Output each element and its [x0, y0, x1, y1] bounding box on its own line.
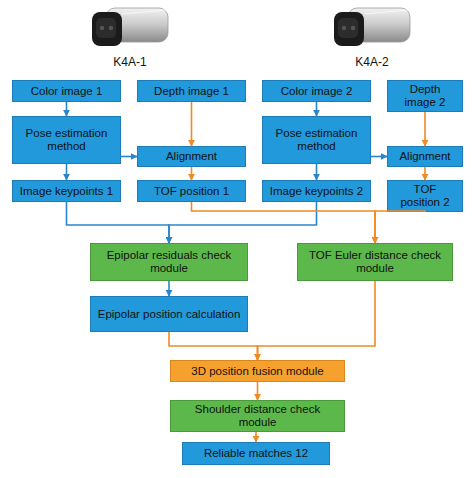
flow-arrow	[192, 202, 376, 243]
box-text: Epipolar residuals check module	[96, 249, 242, 275]
flow-arrow	[375, 211, 425, 243]
flow-arrow	[66, 102, 68, 116]
process-box: Pose estimation method	[262, 116, 371, 164]
box-text: Pose estimation method	[268, 127, 365, 153]
flow-arrow	[258, 281, 376, 360]
box-text: Shoulder distance check module	[176, 403, 339, 429]
process-box: Image keypoints 2	[262, 180, 371, 202]
camera-label: K4A-1	[100, 55, 160, 69]
box-text: Alignment	[399, 150, 450, 163]
fusion-box: 3D position fusion module	[170, 360, 345, 382]
check-box: Shoulder distance check module	[170, 400, 345, 432]
flow-arrow	[191, 102, 193, 146]
camera-icon	[92, 8, 168, 46]
flow-arrow	[169, 202, 317, 243]
flow-arrow	[191, 167, 193, 180]
flow-arrow	[316, 164, 318, 180]
box-text: Depth image 2	[393, 83, 457, 109]
flow-arrow	[257, 382, 259, 400]
box-text: TOF position 2	[393, 183, 457, 209]
process-box: Depth image 1	[137, 80, 246, 102]
flow-arrow	[121, 156, 137, 158]
box-text: Color image 1	[31, 85, 103, 98]
box-text: Image keypoints 1	[20, 185, 113, 198]
process-box: TOF position 2	[387, 180, 463, 212]
process-box: Alignment	[137, 146, 246, 167]
check-box: TOF Euler distance check module	[297, 243, 453, 281]
process-box: Pose estimation method	[12, 116, 121, 164]
process-box: Epipolar position calculation	[90, 296, 248, 332]
flow-arrow	[168, 281, 170, 296]
box-text: TOF Euler distance check module	[303, 249, 447, 275]
box-text: 3D position fusion module	[191, 365, 323, 378]
box-text: Pose estimation method	[18, 127, 115, 153]
process-box: Color image 1	[12, 80, 121, 102]
flow-arrow	[371, 156, 387, 158]
flow-arrow	[66, 164, 68, 180]
process-box: TOF position 1	[137, 180, 246, 202]
process-box: Alignment	[387, 146, 463, 167]
box-text: Color image 2	[281, 85, 353, 98]
box-text: Epipolar position calculation	[98, 308, 241, 321]
flow-arrow	[169, 332, 258, 360]
check-box: Epipolar residuals check module	[90, 243, 248, 281]
box-text: Depth image 1	[154, 85, 229, 98]
process-box: Depth image 2	[387, 80, 463, 112]
process-box: Color image 2	[262, 80, 371, 102]
camera-label: K4A-2	[342, 55, 402, 69]
box-text: Image keypoints 2	[270, 185, 363, 198]
camera-icon	[334, 8, 410, 46]
box-text: Reliable matches 12	[204, 447, 308, 460]
flow-arrow	[316, 102, 318, 116]
box-text: TOF position 1	[154, 185, 229, 198]
box-text: Alignment	[166, 150, 217, 163]
flow-arrow	[424, 167, 426, 180]
process-box: Image keypoints 1	[12, 180, 121, 202]
flow-arrow	[255, 432, 257, 442]
process-box: Reliable matches 12	[182, 442, 330, 465]
flow-arrow	[424, 112, 426, 146]
flow-arrow	[67, 202, 170, 243]
